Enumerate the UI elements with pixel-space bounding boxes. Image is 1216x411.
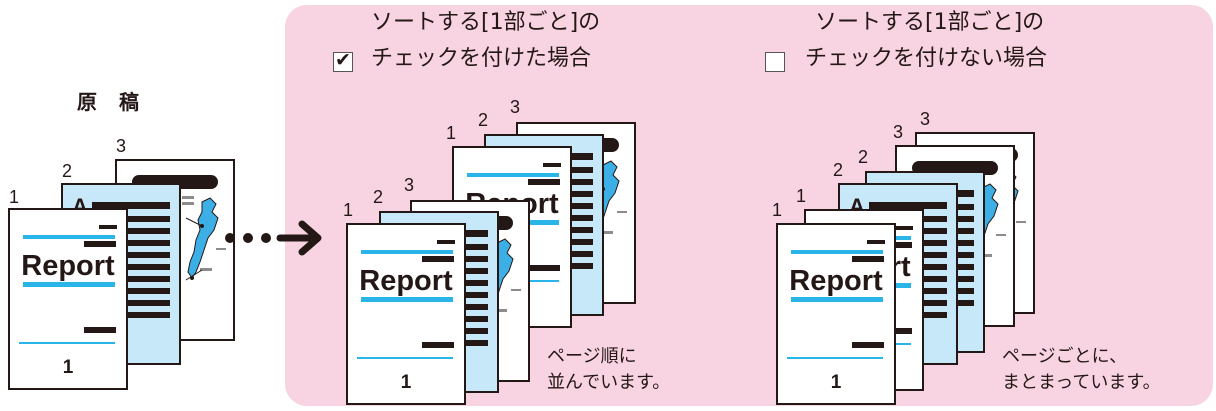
unchecked-heading-line2: チェックを付けない場合 [805, 46, 1048, 71]
page-num-label: 2 [858, 147, 868, 167]
unchecked-note-line2: まとまっています。 [1002, 372, 1161, 393]
collate-checkbox-checked[interactable]: ✔ [333, 49, 353, 72]
collated-stack: 1 2 3 1 2 3 [343, 97, 636, 405]
original-page-1 [8, 208, 128, 390]
original-stack: 1 2 3 [8, 136, 235, 390]
page-num-label: 3 [510, 97, 520, 117]
grouped-stack: 1 1 2 2 3 3 [772, 109, 1035, 405]
checked-heading-line1: ソートする[1部ごと]の [371, 10, 601, 35]
page-num-label: 2 [373, 187, 383, 207]
set1-page-1 [346, 223, 466, 405]
page-num-label: 3 [893, 122, 903, 142]
page-num-label: 3 [404, 175, 414, 195]
collate-checkbox-unchecked[interactable] [765, 52, 785, 72]
page-num-label: 3 [920, 109, 930, 129]
page-num-label: 1 [772, 200, 782, 220]
page-num-label: 1 [796, 186, 806, 206]
original-title: 原 稿 [77, 90, 140, 114]
page-num-label: 1 [446, 123, 456, 143]
page-num-label: 2 [478, 110, 488, 130]
unchecked-heading-line1: ソートする[1部ごと]の [815, 10, 1045, 35]
checked-note-line2: 並んでいます。 [547, 372, 671, 393]
page-num-label: 3 [116, 136, 126, 156]
page-num-label: 2 [62, 161, 72, 181]
flow-arrow [225, 220, 322, 256]
checked-note-line1: ページ順に [547, 346, 637, 367]
page-num-label: 1 [343, 200, 353, 220]
page-num-label: 2 [833, 160, 843, 180]
page-num-label: 1 [9, 187, 19, 207]
checkmark-icon: ✔ [335, 49, 351, 71]
unchecked-note-line1: ページごとに、 [1002, 346, 1128, 367]
checked-heading-line2: チェックを付けた場合 [371, 46, 592, 71]
grouped-page-1a [776, 223, 896, 405]
